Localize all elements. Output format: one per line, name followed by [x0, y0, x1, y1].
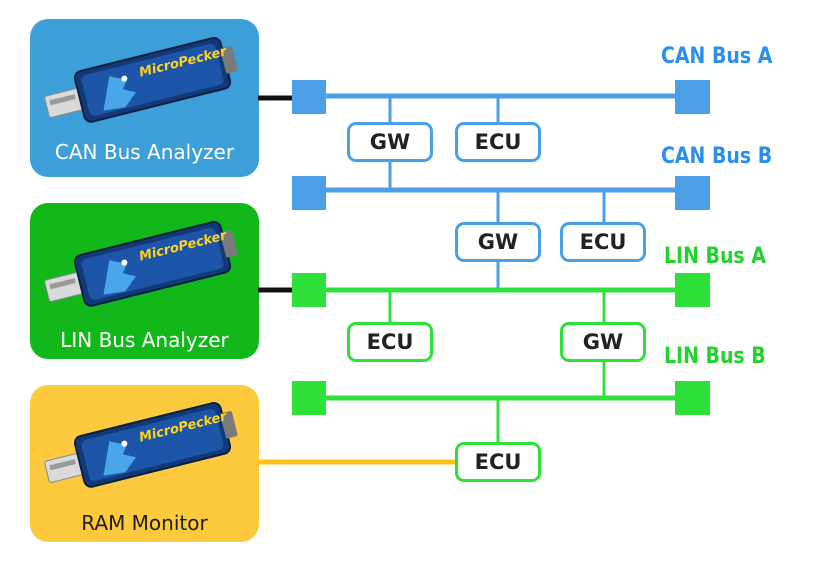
lin-bus-b-terminator-right [675, 381, 710, 415]
usb-analyzer-device: MicroPecker [44, 36, 238, 123]
lin-bus-a-label: LIN Bus A [664, 244, 766, 269]
gw-node-can: GW [347, 122, 433, 162]
usb-analyzer-device: MicroPecker [44, 401, 238, 488]
can-bus-a-terminator-right [675, 80, 710, 114]
gw-node-lin: GW [560, 322, 646, 362]
lin-bus-a-terminator-left [292, 273, 326, 307]
ecu-node-can-b: ECU [560, 222, 646, 262]
ecu-node-lin-b: ECU [455, 442, 541, 482]
can-bus-a-label: CAN Bus A [661, 44, 773, 69]
gw-node-can-lin: GW [455, 222, 541, 262]
lin-bus-b-label: LIN Bus B [664, 344, 766, 369]
lin-analyzer-label: LIN Bus Analyzer [60, 328, 229, 352]
can-bus-b-terminator-right [675, 176, 710, 210]
can-bus-b-terminator-left [292, 176, 326, 210]
can-bus-b-label: CAN Bus B [661, 144, 773, 169]
usb-analyzer-device: MicroPecker [44, 220, 238, 307]
lin-bus-b-terminator-left [292, 381, 326, 415]
lin-bus-a-terminator-right [675, 273, 710, 307]
ram-monitor-label: RAM Monitor [81, 511, 208, 535]
ecu-node-lin-a: ECU [347, 322, 433, 362]
can-analyzer-label: CAN Bus Analyzer [54, 140, 235, 164]
can-bus-a-terminator-left [292, 80, 326, 114]
ecu-node-can-a: ECU [455, 122, 541, 162]
